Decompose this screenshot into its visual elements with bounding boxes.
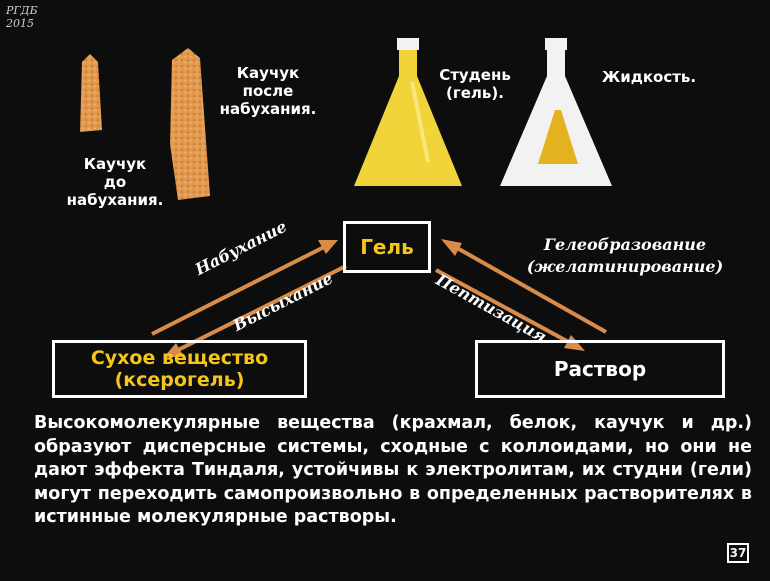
rubber-after-label: Каучук после набухания.	[219, 64, 317, 118]
peptization-arrowhead	[564, 335, 585, 351]
gelation-arrow	[449, 242, 607, 334]
gelation-label: Гелеобразование (желатинирование)	[526, 235, 724, 276]
dry-substance-box: Сухое вещество (ксерогель)	[52, 340, 307, 398]
page-number: 37	[727, 543, 749, 563]
swelling-arrowhead	[318, 240, 338, 254]
rubber-before-piece	[80, 54, 102, 132]
rubber-illustration	[80, 48, 210, 200]
swelling-arrow	[151, 242, 331, 336]
gel-flask	[354, 38, 462, 186]
flasks-illustration	[354, 38, 612, 186]
peptization-arrow	[435, 268, 577, 348]
rubber-after-piece	[170, 48, 210, 200]
liquid-flask-label: Жидкость.	[601, 68, 697, 86]
gel-box: Гель	[343, 221, 431, 273]
gelation-arrowhead	[441, 239, 462, 256]
drying-arrow	[173, 264, 347, 354]
description-paragraph: Высокомолекулярные вещества (крахмал, бе…	[34, 413, 752, 527]
solution-box: Раствор	[475, 340, 725, 398]
liquid-flask	[500, 38, 612, 186]
watermark: РГДБ 2015	[6, 4, 38, 30]
rubber-before-label: Каучук до набухания.	[66, 155, 164, 209]
gel-flask-label: Студень (гель).	[439, 66, 511, 102]
drying-arrowhead	[164, 343, 184, 357]
